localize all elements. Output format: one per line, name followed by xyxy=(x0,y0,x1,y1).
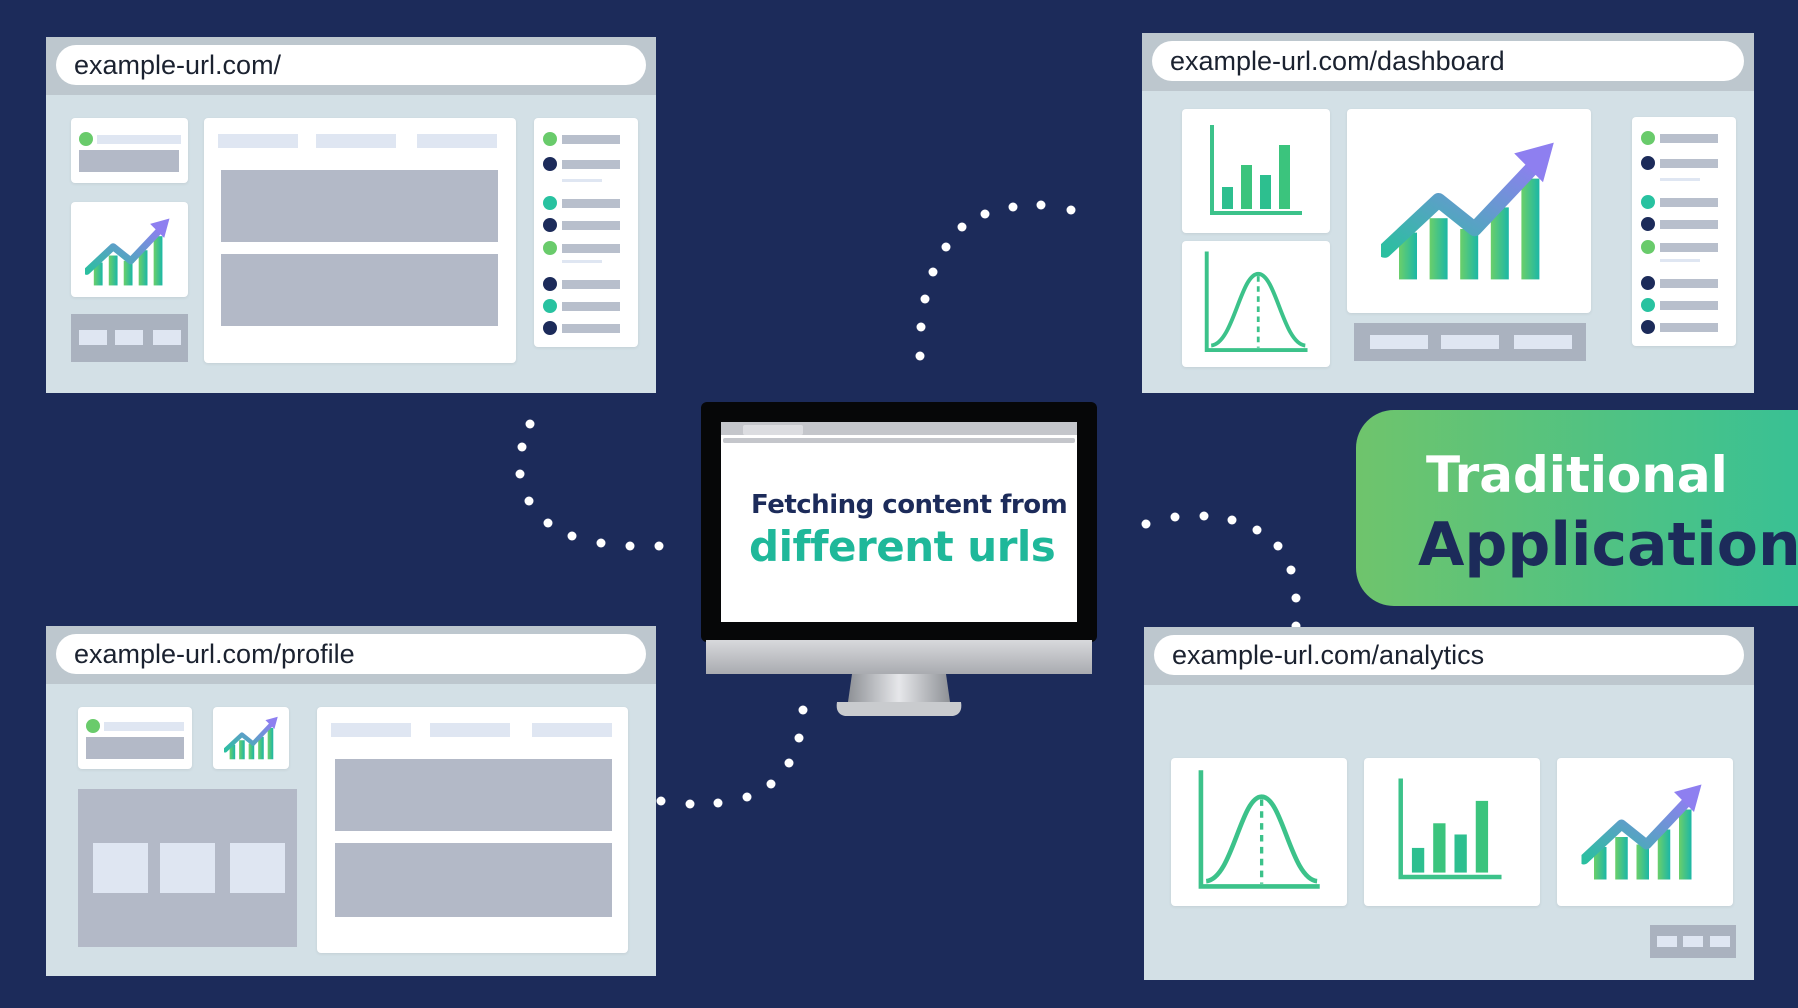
connector-dot xyxy=(1170,512,1180,522)
connector-dot xyxy=(916,322,926,332)
bar-chart-card xyxy=(1182,109,1330,233)
connector-dot xyxy=(656,796,666,806)
address-bar: example-url.com/ xyxy=(46,37,656,95)
connector-dot xyxy=(543,518,553,528)
growth-card xyxy=(1557,758,1733,906)
connector-dot xyxy=(920,294,930,304)
connector-dot xyxy=(1141,519,1151,529)
status-dot xyxy=(79,132,93,146)
sidebar-list xyxy=(1632,117,1736,346)
connector-dot xyxy=(524,496,534,506)
connector-dot xyxy=(1066,205,1076,215)
address-bar: example-url.com/profile xyxy=(46,626,656,684)
connector-dot xyxy=(625,541,635,551)
connector-dot xyxy=(654,541,664,551)
growth-chart-icon xyxy=(1381,139,1561,283)
connector-dot xyxy=(980,209,990,219)
connector-dot xyxy=(766,779,776,789)
connector-dot xyxy=(742,792,752,802)
button-tray xyxy=(1354,323,1586,361)
badge-title-line2: Application xyxy=(1418,510,1798,580)
bar-chart-card xyxy=(1364,758,1540,906)
monitor-icon: Fetching content from different urls xyxy=(701,402,1097,718)
connector-dot xyxy=(915,351,925,361)
connector-dot xyxy=(713,798,723,808)
main-content-card xyxy=(317,707,628,953)
connector-dot xyxy=(1273,541,1283,551)
badge-title-line1: Traditional xyxy=(1426,446,1728,504)
growth-card xyxy=(213,707,289,769)
profile-card xyxy=(71,118,188,183)
connector-dot xyxy=(1291,593,1301,603)
connector-dot xyxy=(517,442,527,452)
placeholder-line xyxy=(97,135,181,144)
profile-card xyxy=(78,707,192,769)
connector-dot xyxy=(957,222,967,232)
bell-curve-card xyxy=(1171,758,1347,906)
growth-card xyxy=(71,202,188,297)
connector-dot xyxy=(1036,200,1046,210)
connector-dot xyxy=(1252,525,1262,535)
connector-dot xyxy=(1199,511,1209,521)
bell-curve-icon xyxy=(1200,247,1312,359)
connector-dot xyxy=(794,733,804,743)
bell-curve-icon xyxy=(1193,764,1325,898)
connector-dot xyxy=(567,531,577,541)
traditional-application-badge: Traditional Application xyxy=(1356,410,1798,606)
monitor-text-line1: Fetching content from xyxy=(751,490,1068,520)
connector-dot xyxy=(928,267,938,277)
url-text: example-url.com/dashboard xyxy=(1152,41,1744,81)
connector-dot xyxy=(515,469,525,479)
connector-dot xyxy=(941,242,951,252)
gallery-panel xyxy=(78,789,297,947)
connector-dot xyxy=(1008,202,1018,212)
connector-dot xyxy=(596,538,606,548)
bar-chart-icon xyxy=(1204,121,1308,221)
placeholder-block xyxy=(79,150,179,172)
connector-dot xyxy=(798,705,808,715)
connector-dot xyxy=(685,799,695,809)
connector-dot xyxy=(1227,515,1237,525)
connector-dot xyxy=(525,419,535,429)
browser-window-analytics: example-url.com/analytics xyxy=(1144,627,1754,980)
browser-window-dashboard: example-url.com/dashboard xyxy=(1142,33,1754,393)
content-block xyxy=(221,254,498,326)
growth-card xyxy=(1347,109,1591,313)
bar-chart-icon xyxy=(1394,772,1506,888)
growth-chart-icon xyxy=(85,214,173,290)
connector-dot xyxy=(784,758,794,768)
growth-chart-icon xyxy=(224,715,280,761)
address-bar: example-url.com/dashboard xyxy=(1142,33,1754,91)
content-block xyxy=(221,170,498,242)
url-text: example-url.com/profile xyxy=(56,634,646,674)
url-text: example-url.com/ xyxy=(56,45,646,85)
main-content-card xyxy=(204,118,516,363)
monitor-text-line2: different urls xyxy=(749,522,1056,571)
browser-window-profile: example-url.com/profile xyxy=(46,626,656,976)
button-tray xyxy=(1650,925,1736,958)
bell-curve-card xyxy=(1182,241,1330,367)
growth-chart-icon xyxy=(1581,782,1707,882)
button-tray xyxy=(71,314,188,362)
address-bar: example-url.com/analytics xyxy=(1144,627,1754,685)
sidebar-list xyxy=(534,118,638,347)
connector-dot xyxy=(1286,565,1296,575)
browser-window-home: example-url.com/ xyxy=(46,37,656,393)
url-text: example-url.com/analytics xyxy=(1154,635,1744,675)
